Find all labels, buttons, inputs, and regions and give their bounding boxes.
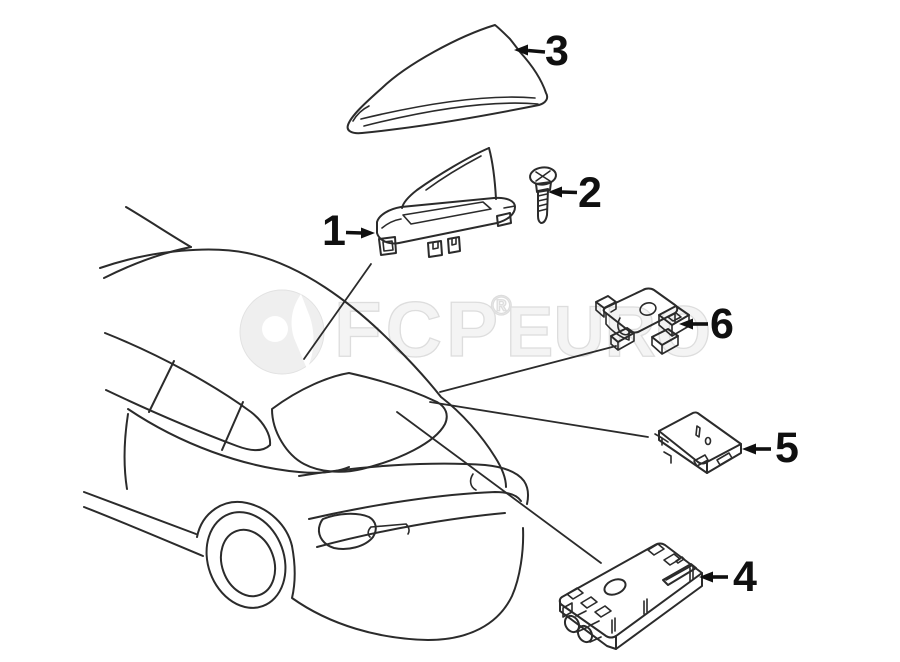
car-rear-window [271,372,448,473]
watermark-text-fcp: FCP [334,285,502,373]
car-bumper-lower [291,527,525,641]
logo-hole [262,316,288,342]
callout-2-label: 2 [578,169,602,217]
leader-part-4 [396,411,602,564]
callout-arrows [345,44,771,583]
part-2-screw-drawing [529,166,557,224]
car-shoulder-line [127,408,350,474]
part-4-amplifier-drawing [558,542,703,650]
car-deck-edge [298,462,529,505]
car-c-pillar-divider [221,401,244,451]
car-wheel-arch [196,501,293,547]
car-roof-cut-line [125,206,192,248]
leader-lines [303,263,649,564]
car-wheel-inner [219,528,277,598]
callout-3-arrow [514,44,546,56]
callout-4-label: 4 [733,553,757,601]
callout-5-arrow [742,443,771,455]
part-5-module-drawing [654,411,742,474]
car-glass-top [104,332,272,446]
callout-3-label: 3 [545,27,569,75]
car-beltline [105,389,271,451]
callout-2-arrow [548,186,578,198]
car-trunk-edge [308,491,522,520]
car-plate-recess [367,523,410,538]
callout-6-arrow [679,318,708,330]
car-bumper-crease [316,512,506,548]
logo-slash [291,294,314,369]
watermark-registered-icon: ® [491,290,512,321]
car-taillight [317,512,377,550]
callout-6-label: 6 [710,300,734,348]
phillips-cross-icon [535,170,551,182]
part-3-antenna-cover-drawing [346,24,549,135]
car-drip-rail [103,246,192,279]
part-6-module-drawing [595,287,690,355]
car-outline [83,206,529,641]
car-wheel-outer [205,511,287,609]
car-rocker-line-2 [83,506,204,557]
part-1-antenna-base-drawing [376,147,516,258]
car-roofline [99,248,507,488]
car-door-edge [123,413,129,490]
car-pillar-detail [469,473,477,491]
callout-4-arrow [699,571,728,583]
leader-part-5 [429,401,649,438]
leader-part-1 [303,263,372,360]
fcp-euro-watermark: FCP ® EURO [239,284,712,375]
callout-1-label: 1 [322,207,346,255]
callout-5-label: 5 [775,424,799,472]
car-b-pillar [148,360,175,413]
leader-part-6 [439,345,617,393]
fcp-euro-logo-icon [239,289,325,375]
callout-1-arrow [345,227,375,239]
car-rocker-line-1 [83,491,197,535]
